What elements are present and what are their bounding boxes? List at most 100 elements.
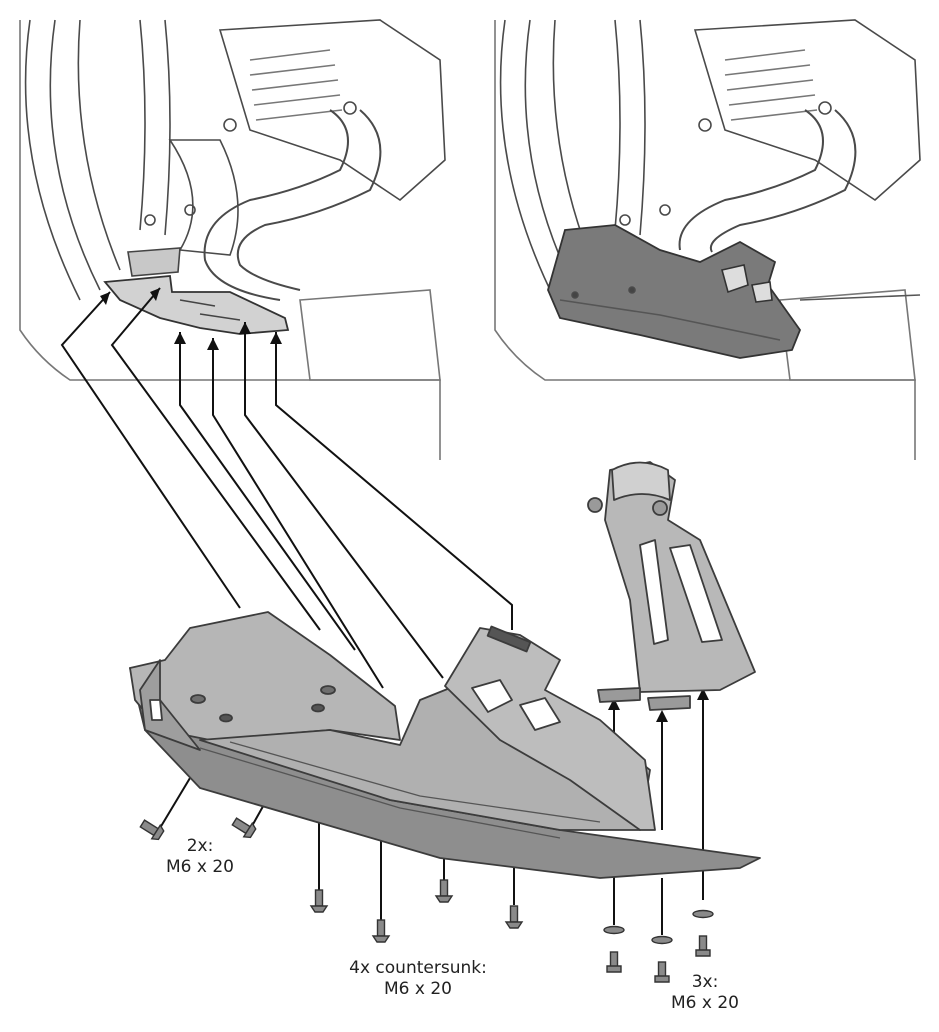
plate-bolt bbox=[571, 291, 579, 299]
bolt-head bbox=[184, 204, 196, 216]
engine-fins bbox=[249, 49, 343, 121]
side-bolts-count: 2x: bbox=[186, 836, 214, 856]
mount-plate-holes bbox=[179, 299, 241, 321]
frame-tube bbox=[639, 19, 646, 236]
installed-skid-plate bbox=[547, 224, 802, 359]
countersunk-bolt-icon bbox=[434, 879, 454, 903]
mount-hole bbox=[190, 694, 206, 704]
skid-plate-vent bbox=[519, 697, 561, 731]
countersunk-bolt-icon bbox=[309, 889, 329, 913]
engine-fins bbox=[724, 49, 818, 121]
engine-block bbox=[693, 19, 921, 202]
arrow-icon bbox=[207, 338, 219, 350]
brand-badge bbox=[486, 625, 532, 653]
countersunk-bolt-icon bbox=[139, 819, 165, 841]
panel-left-border bbox=[19, 20, 441, 460]
mount-bracket bbox=[127, 247, 181, 277]
bolts bbox=[139, 817, 714, 983]
bracket-cutout bbox=[669, 544, 723, 643]
bolt-head bbox=[223, 118, 237, 132]
panel-before-install bbox=[19, 19, 446, 460]
frame-rail bbox=[799, 294, 921, 301]
exhaust-pipe bbox=[678, 109, 824, 251]
frame-tube bbox=[139, 19, 146, 231]
exhaust-pipe bbox=[236, 109, 382, 291]
washer-icon bbox=[651, 935, 673, 945]
engine-block bbox=[218, 19, 446, 202]
side-bracket bbox=[587, 461, 756, 711]
bolt-head bbox=[818, 101, 832, 115]
countersunk-bolt-icon bbox=[606, 951, 622, 973]
engine-case bbox=[168, 139, 239, 256]
skid-plate-ridge bbox=[199, 741, 601, 839]
mount-hole bbox=[311, 703, 325, 713]
washer-icon bbox=[603, 925, 625, 935]
bolt-head bbox=[144, 214, 156, 226]
bracket-foot bbox=[597, 687, 641, 703]
bracket-bolts-size: M6 x 20 bbox=[671, 993, 739, 1013]
leader-line bbox=[244, 322, 444, 679]
exhaust-pipe bbox=[203, 109, 349, 301]
mount-hole bbox=[320, 685, 336, 695]
panel-after-install bbox=[494, 19, 921, 460]
skid-plate-side-face bbox=[139, 659, 201, 751]
leader-line bbox=[275, 332, 513, 630]
clamp-bolt bbox=[587, 497, 603, 513]
bolt-head bbox=[698, 118, 712, 132]
skid-plate bbox=[129, 611, 761, 879]
bolt-head bbox=[619, 214, 631, 226]
plate-bolt bbox=[628, 286, 636, 294]
arrow-icon bbox=[174, 332, 186, 344]
wheel-arc bbox=[77, 19, 121, 271]
countersunk-bolt-icon bbox=[231, 817, 257, 839]
installed-skid-plate-edge bbox=[559, 299, 781, 341]
bottom-bolts-label: 4x countersunk: M6 x 20 bbox=[318, 958, 518, 1000]
frame-tube bbox=[614, 19, 621, 231]
countersunk-bolt-icon bbox=[654, 961, 670, 983]
installed-skid-plate-vent bbox=[751, 281, 773, 303]
bracket-bolts-label: 3x: M6 x 20 bbox=[650, 972, 760, 1014]
side-bolts-size: M6 x 20 bbox=[166, 857, 234, 877]
arrow-icon bbox=[656, 710, 668, 722]
skid-plate-vent bbox=[471, 679, 513, 713]
leader-line bbox=[179, 332, 356, 651]
leader-line bbox=[110, 287, 321, 631]
frame-tube bbox=[164, 19, 171, 236]
bolt-head bbox=[659, 204, 671, 216]
bolt-head bbox=[343, 101, 357, 115]
wheel-arc bbox=[499, 19, 556, 301]
washer-icon bbox=[692, 909, 714, 919]
engine-sump bbox=[299, 289, 441, 381]
mount-plate bbox=[103, 275, 290, 335]
arrow-icon bbox=[697, 688, 709, 700]
bracket-foot bbox=[647, 695, 691, 711]
arrow-heads bbox=[100, 288, 709, 722]
wheel-arc bbox=[49, 19, 101, 291]
skid-plate-front-guard bbox=[444, 627, 656, 831]
bracket-clamp bbox=[611, 461, 671, 501]
skid-plate-slot bbox=[149, 699, 163, 721]
engine-sump bbox=[779, 289, 916, 381]
mount-hole bbox=[219, 713, 233, 723]
arrow-icon bbox=[239, 322, 251, 334]
leader-line bbox=[60, 291, 241, 609]
side-bolts-label: 2x: M6 x 20 bbox=[140, 836, 260, 878]
bracket-cutout bbox=[639, 539, 669, 645]
clamp-bolt bbox=[652, 500, 668, 516]
arrow-icon bbox=[270, 332, 282, 344]
arrow-icon bbox=[150, 288, 160, 301]
wheel-arc bbox=[24, 19, 81, 301]
countersunk-bolt-icon bbox=[695, 935, 711, 957]
installed-skid-plate-vent bbox=[721, 264, 749, 294]
leader-line bbox=[212, 338, 384, 689]
countersunk-bolt-icon bbox=[504, 905, 524, 929]
bottom-bolts-size: M6 x 20 bbox=[384, 979, 452, 999]
exhaust-pipe bbox=[709, 109, 857, 253]
panel-border bbox=[494, 20, 916, 460]
arrow-icon bbox=[100, 292, 110, 305]
bracket-bolts-count: 3x: bbox=[691, 972, 719, 992]
arrow-icon bbox=[608, 698, 620, 710]
countersunk-bolt-icon bbox=[371, 919, 391, 943]
bottom-bolts-count: 4x countersunk: bbox=[349, 958, 487, 978]
